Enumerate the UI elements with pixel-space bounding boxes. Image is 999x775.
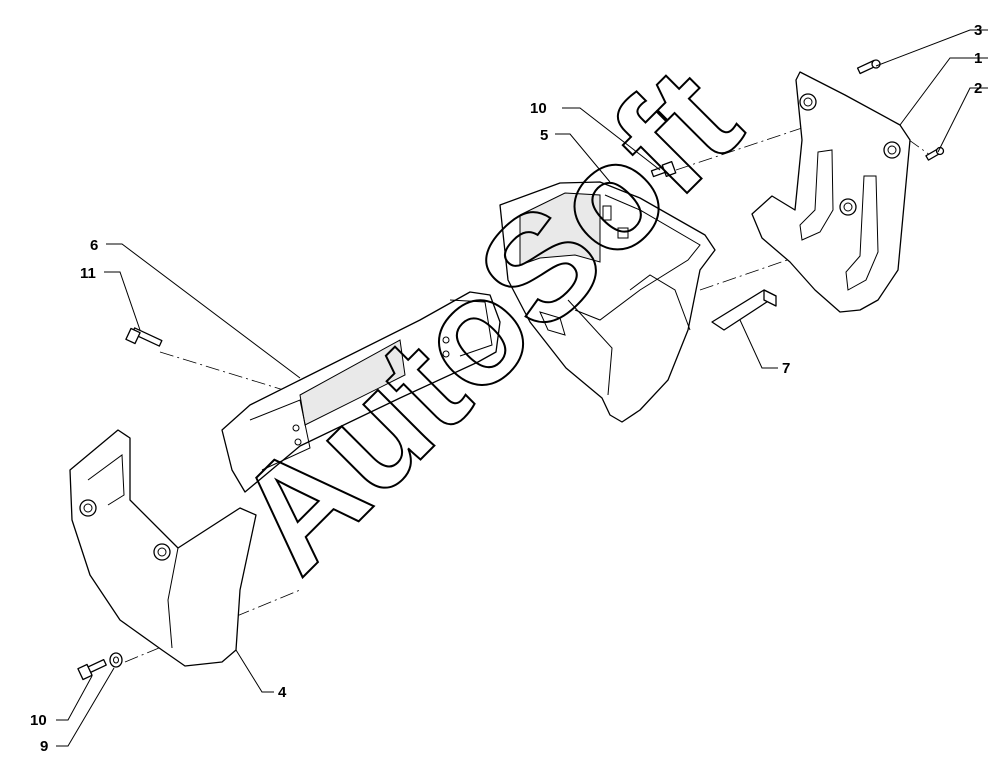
callout-7: 7: [782, 360, 790, 377]
part-1-bracket-plate: [751, 71, 911, 313]
callout-1: 1: [974, 50, 982, 67]
part-5-upper-housing: [499, 181, 716, 423]
screw-10-top: [650, 161, 677, 178]
callout-labels: 3 1 2 10 5 6 11 7 4 10 9: [30, 22, 982, 755]
callout-11: 11: [80, 265, 96, 282]
part-7-strip: [711, 289, 777, 331]
callout-4: 4: [278, 684, 287, 701]
bolt-11: [125, 327, 163, 347]
part-4-lower-cover: [69, 429, 257, 667]
callout-3: 3: [974, 22, 982, 39]
leader-lines: [56, 29, 988, 747]
bolt-10-bottom: [77, 658, 107, 681]
callout-9: 9: [40, 738, 48, 755]
callout-10-bottom: 10: [30, 712, 47, 729]
callout-2: 2: [974, 80, 982, 97]
washer-9: [109, 652, 123, 668]
callout-10-top: 10: [530, 100, 547, 117]
callout-6: 6: [90, 237, 98, 254]
part-6-handle-insert: [221, 291, 501, 493]
screw-2: [925, 146, 945, 161]
screw-3: [856, 59, 881, 75]
callout-5: 5: [540, 127, 548, 144]
